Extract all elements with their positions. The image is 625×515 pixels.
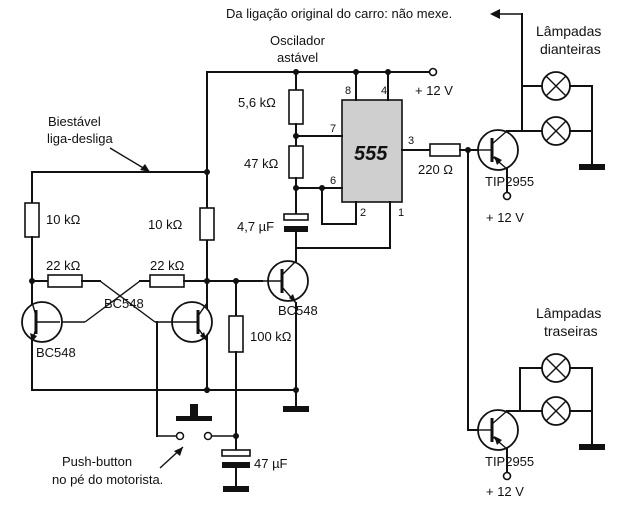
label-rear-lamps-1: Lâmpadas xyxy=(536,305,601,321)
label-q-driver: BC548 xyxy=(278,303,318,318)
label-oscillator-2: astável xyxy=(277,50,318,65)
pushbutton-switch[interactable] xyxy=(176,404,212,421)
pin-8-label: 8 xyxy=(345,85,351,97)
terminal-12v-top xyxy=(428,67,438,77)
capacitor-4u7 xyxy=(283,213,309,232)
pin-3-label: 3 xyxy=(408,135,414,147)
label-c-4u7: 4,7 µF xyxy=(237,219,274,234)
resistor-10k-mid xyxy=(199,207,215,241)
resistor-22k-right xyxy=(149,274,185,288)
label-r-220: 220 Ω xyxy=(418,162,453,177)
label-front-lamps-1: Lâmpadas xyxy=(536,23,601,39)
resistor-47k xyxy=(288,145,304,179)
ic-555: 555 xyxy=(341,99,403,203)
label-r-22k-left: 22 kΩ xyxy=(46,258,81,273)
label-bistable-1: Biestável xyxy=(48,114,101,129)
label-c-47u: 47 µF xyxy=(254,456,288,471)
ground-center xyxy=(283,406,309,412)
lamp-front-1 xyxy=(541,71,571,101)
lamp-rear-2 xyxy=(541,396,571,426)
transistor-tip2955-bottom xyxy=(477,409,519,451)
lamp-front-2 xyxy=(541,116,571,146)
ground-capacitor xyxy=(223,486,249,492)
label-r-10k-mid: 10 kΩ xyxy=(148,217,183,232)
resistor-10k-left xyxy=(24,202,40,238)
label-q-mid: BC548 xyxy=(104,296,144,311)
label-bistable-2: liga-desliga xyxy=(47,131,114,146)
label-rear-lamps-2: traseiras xyxy=(544,323,598,339)
pin-1-label: 1 xyxy=(398,207,404,219)
label-oscillator-1: Oscilador xyxy=(270,33,326,48)
label-front-lamps-2: dianteiras xyxy=(540,41,601,57)
transistor-tip2955-top xyxy=(477,129,519,171)
resistor-100k xyxy=(228,315,244,353)
transistor-bc548-mid xyxy=(171,301,213,343)
pin-4-label: 4 xyxy=(381,85,387,97)
pin-7-label: 7 xyxy=(330,123,336,135)
resistor-22k-left xyxy=(47,274,83,288)
transistor-bc548-driver xyxy=(262,260,309,304)
label-tip-top: TIP2955 xyxy=(485,174,534,189)
ground-rear-lamps xyxy=(579,444,605,450)
label-r-22k-right: 22 kΩ xyxy=(150,258,185,273)
label-pushbutton-2: no pé do motorista. xyxy=(52,472,163,487)
transistor-bc548-left xyxy=(21,301,63,343)
label-pushbutton-1: Push-button xyxy=(62,454,132,469)
supply-label-top: + 12 V xyxy=(415,83,453,98)
label-top-note: Da ligação original do carro: não mexe. xyxy=(226,6,452,21)
ic-555-label: 555 xyxy=(354,143,388,165)
supply-tip-top: + 12 V xyxy=(486,210,524,225)
lamp-rear-1 xyxy=(541,353,571,383)
ground-front-lamps xyxy=(579,164,605,170)
supply-tip-bottom: + 12 V xyxy=(486,484,524,499)
label-r-5k6: 5,6 kΩ xyxy=(238,95,276,110)
capacitor-47u xyxy=(221,449,251,468)
supply-rail-top xyxy=(206,67,438,77)
resistor-5k6 xyxy=(288,89,304,125)
label-r-47k: 47 kΩ xyxy=(244,156,279,171)
pin-6-label: 6 xyxy=(330,175,336,187)
pin-2-label: 2 xyxy=(360,207,366,219)
label-q-left: BC548 xyxy=(36,345,76,360)
resistor-220 xyxy=(429,143,461,157)
label-tip-bottom: TIP2955 xyxy=(485,454,534,469)
label-r-10k-left: 10 kΩ xyxy=(46,212,81,227)
label-r-100k: 100 kΩ xyxy=(250,329,292,344)
